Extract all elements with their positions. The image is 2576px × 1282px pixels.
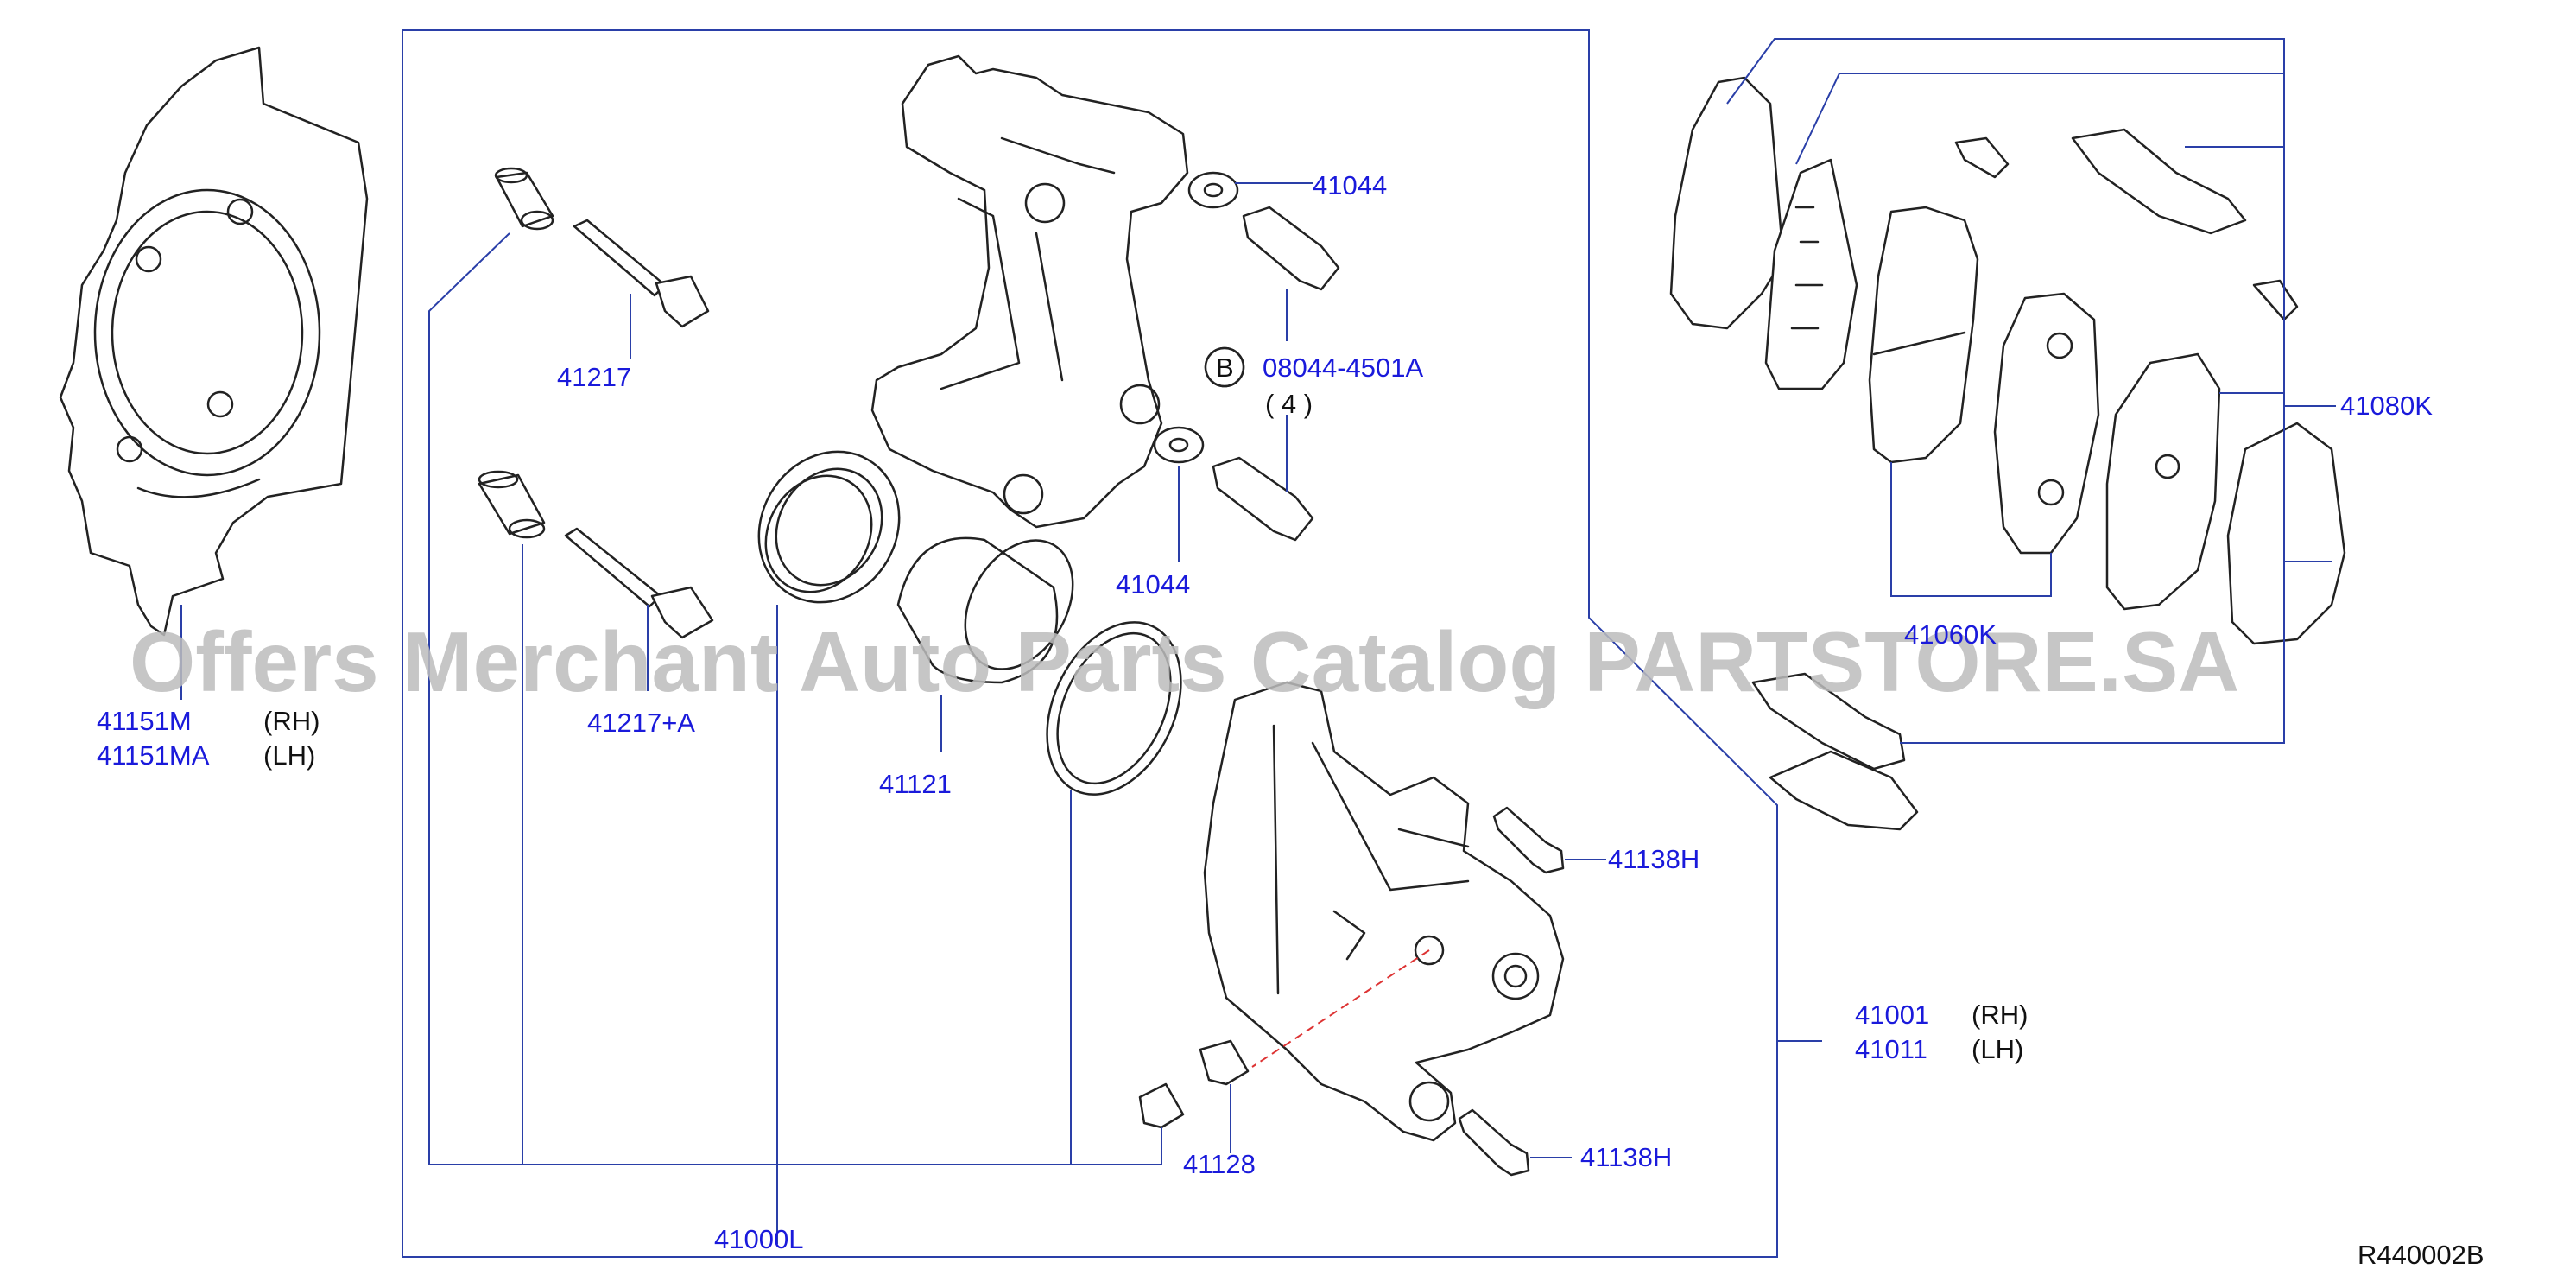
diagram-ref-code: R440002B bbox=[2358, 1240, 2484, 1270]
caliper-bolt-upper-part bbox=[1492, 806, 1606, 874]
caliper-bolt-lower-part bbox=[1458, 1108, 1572, 1177]
guide-pin-lower-part bbox=[478, 470, 714, 1165]
label-41000l[interactable]: 41000L bbox=[714, 1224, 803, 1254]
bolt-code-badge bbox=[1204, 346, 1245, 388]
backing-plate-part bbox=[59, 46, 369, 700]
caliper-kit-frame bbox=[402, 29, 1778, 1258]
label-41001-side: (RH) bbox=[1972, 1000, 2028, 1030]
label-41138h-upper[interactable]: 41138H bbox=[1608, 844, 1699, 874]
label-08044-4501a[interactable]: 08044-4501A bbox=[1263, 352, 1423, 383]
watermark-text: Offers Merchant Auto Parts Catalog PARTS… bbox=[130, 614, 2239, 709]
guide-pin-upper-part bbox=[428, 167, 710, 1165]
label-41001[interactable]: 41001 bbox=[1855, 1000, 1929, 1030]
piston-part bbox=[896, 536, 1074, 752]
label-41080k[interactable]: 41080K bbox=[2340, 390, 2433, 421]
label-41151m[interactable]: 41151M bbox=[97, 706, 192, 736]
washer-bolt-upper-part bbox=[1187, 171, 1340, 341]
label-41044-lower[interactable]: 41044 bbox=[1116, 569, 1190, 600]
label-41151ma[interactable]: 41151MA bbox=[97, 740, 210, 771]
label-41011-side: (LH) bbox=[1972, 1034, 2023, 1064]
caliper-body-part bbox=[1203, 681, 1565, 1142]
label-41128[interactable]: 41128 bbox=[1183, 1149, 1256, 1179]
label-bolt-qty: ( 4 ) bbox=[1265, 389, 1313, 419]
label-41217a[interactable]: 41217+A bbox=[587, 708, 695, 738]
label-41138h-lower[interactable]: 41138H bbox=[1580, 1142, 1672, 1172]
bolt-code-badge-letter: B bbox=[1216, 352, 1234, 383]
label-41151m-side: (RH) bbox=[263, 706, 320, 736]
label-41151ma-side: (LH) bbox=[263, 740, 315, 771]
label-41217[interactable]: 41217 bbox=[557, 362, 631, 392]
dust-boot-part bbox=[429, 621, 1182, 1165]
bleeder-part bbox=[1071, 1039, 1250, 1165]
label-41044-upper[interactable]: 41044 bbox=[1313, 170, 1387, 200]
label-41121[interactable]: 41121 bbox=[879, 769, 952, 799]
label-41011[interactable]: 41011 bbox=[1855, 1034, 1927, 1064]
caliper-bracket-part bbox=[870, 54, 1189, 529]
label-41060k[interactable]: 41060K bbox=[1904, 619, 1997, 650]
pad-kit-parts bbox=[1669, 38, 2346, 831]
piston-seal-part bbox=[757, 450, 901, 1244]
